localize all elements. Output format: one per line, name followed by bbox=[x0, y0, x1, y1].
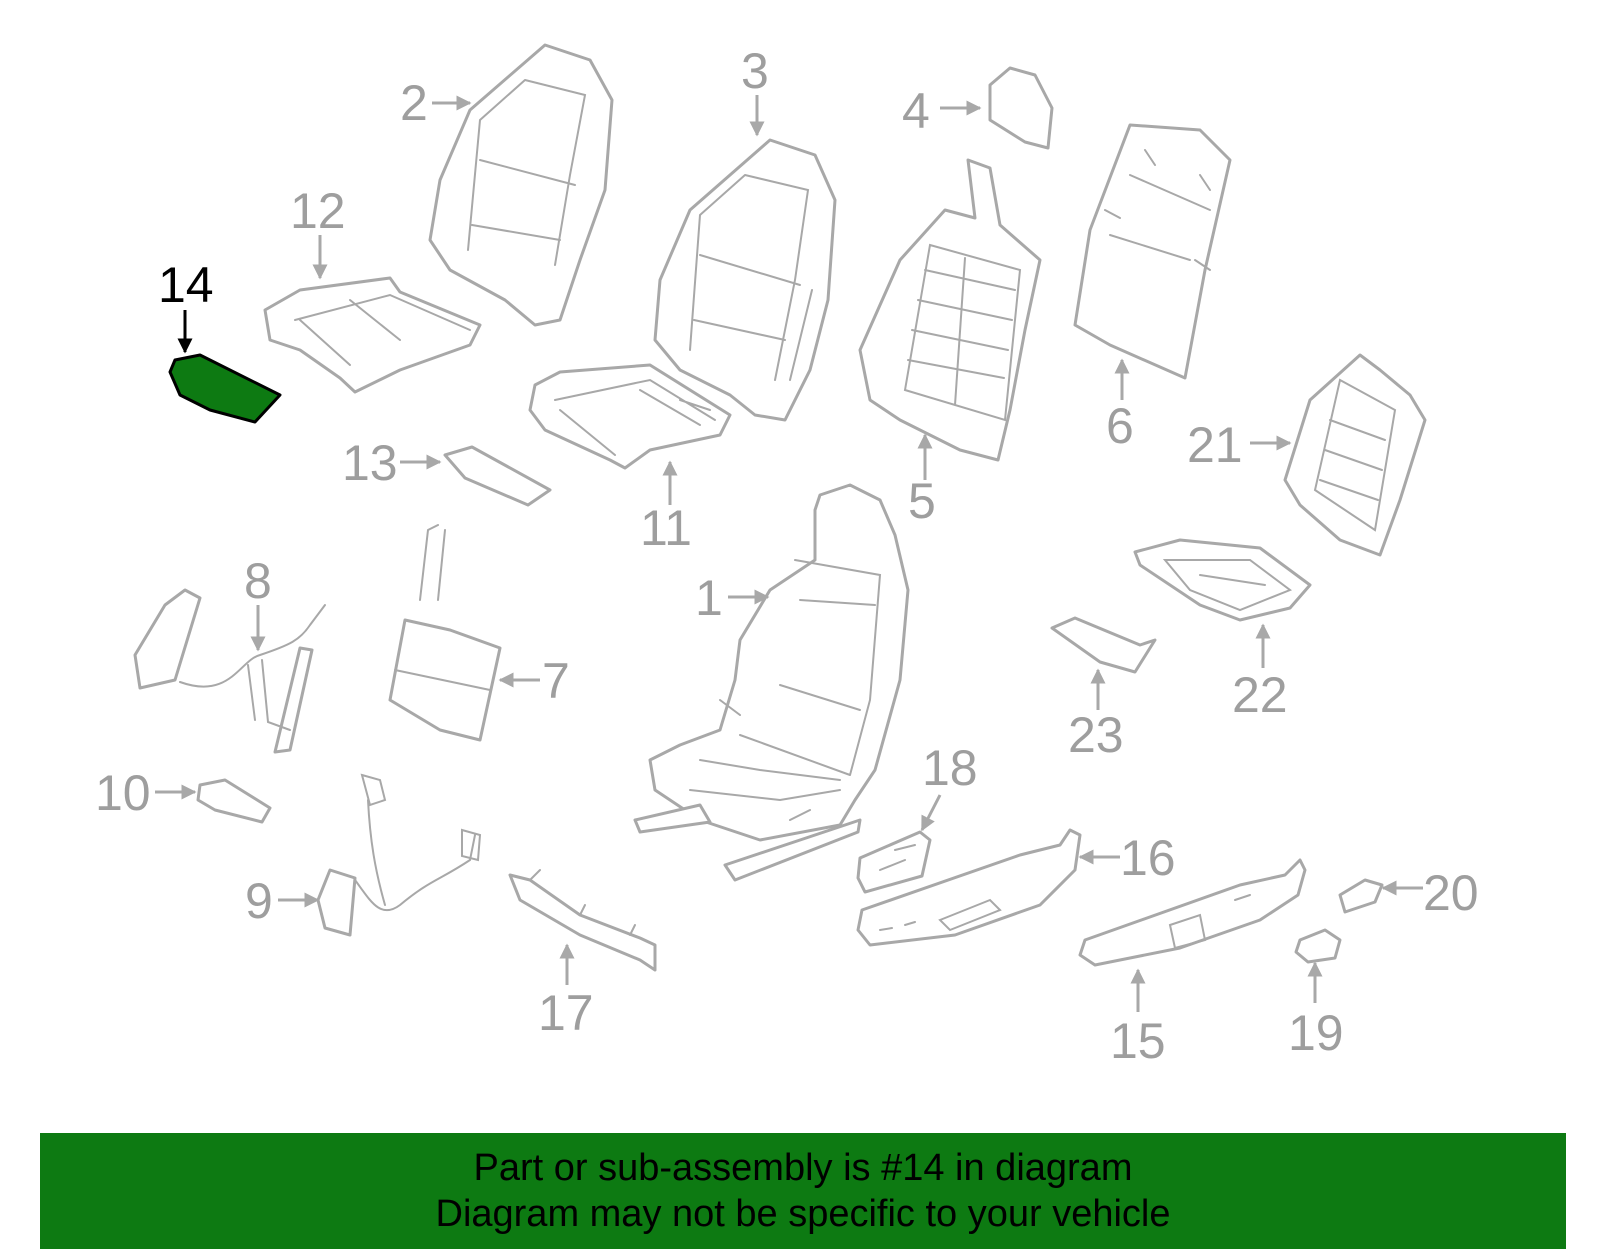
part-5-backrest-frame bbox=[858, 158, 1042, 462]
part-14-seat-insert-highlighted bbox=[168, 353, 282, 424]
label-7: 7 bbox=[542, 653, 570, 709]
label-5: 5 bbox=[908, 473, 936, 529]
label-2: 2 bbox=[400, 75, 428, 131]
label-3: 3 bbox=[741, 43, 769, 99]
part-23-heater-element bbox=[1050, 616, 1157, 674]
label-20: 20 bbox=[1423, 865, 1479, 921]
label-16: 16 bbox=[1120, 830, 1176, 886]
part-10-small-bracket bbox=[196, 778, 272, 824]
part-7-airbag-module bbox=[388, 524, 502, 742]
label-6: 6 bbox=[1106, 398, 1134, 454]
part-1-complete-seat bbox=[633, 483, 910, 882]
leader-lines bbox=[155, 95, 1423, 1012]
part-4-headrest bbox=[988, 66, 1054, 150]
label-18: 18 bbox=[922, 740, 978, 796]
part-19-knob bbox=[1294, 928, 1342, 964]
part-20-cover bbox=[1338, 878, 1384, 914]
part-13-trim-piece bbox=[443, 445, 552, 507]
label-14: 14 bbox=[158, 257, 214, 313]
part-8-side-panel-harness bbox=[133, 588, 326, 754]
label-11: 11 bbox=[640, 500, 692, 556]
banner-line-disclaimer: Diagram may not be specific to your vehi… bbox=[435, 1193, 1171, 1235]
label-19: 19 bbox=[1288, 1005, 1344, 1061]
label-22: 22 bbox=[1232, 667, 1288, 723]
part-15-side-trim bbox=[1078, 858, 1307, 967]
part-22-cushion-heater bbox=[1133, 538, 1312, 622]
part-21-backrest-heater bbox=[1283, 353, 1427, 557]
part-3-backrest-cover bbox=[653, 138, 837, 422]
label-10: 10 bbox=[95, 765, 151, 821]
label-4: 4 bbox=[902, 83, 930, 139]
info-banner: Part or sub-assembly is #14 in diagram D… bbox=[40, 1133, 1566, 1249]
part-18-seat-switch bbox=[856, 830, 932, 894]
label-13: 13 bbox=[342, 435, 398, 491]
label-15: 15 bbox=[1110, 1013, 1166, 1069]
parts-diagram: 2 3 4 5 6 21 22 23 12 14 13 11 1 7 8 10 … bbox=[95, 43, 1479, 1069]
label-8: 8 bbox=[244, 553, 272, 609]
callout-labels: 2 3 4 5 6 21 22 23 12 14 13 11 1 7 8 10 … bbox=[95, 43, 1479, 1069]
part-6-backrest-panel bbox=[1073, 123, 1232, 380]
label-12: 12 bbox=[290, 183, 346, 239]
label-21: 21 bbox=[1187, 417, 1243, 473]
label-23: 23 bbox=[1068, 707, 1124, 763]
part-12-cushion-cover bbox=[263, 276, 482, 394]
part-11-cushion-frame bbox=[528, 363, 732, 470]
part-2-backrest-cover bbox=[428, 43, 614, 327]
label-9: 9 bbox=[245, 873, 273, 929]
label-17: 17 bbox=[538, 985, 594, 1041]
part-17-rail-trim bbox=[508, 869, 657, 972]
part-9-wiring-harness bbox=[316, 773, 482, 937]
banner-line-part-number: Part or sub-assembly is #14 in diagram bbox=[473, 1147, 1133, 1189]
part-16-side-trim bbox=[856, 828, 1082, 947]
label-1: 1 bbox=[695, 570, 723, 626]
